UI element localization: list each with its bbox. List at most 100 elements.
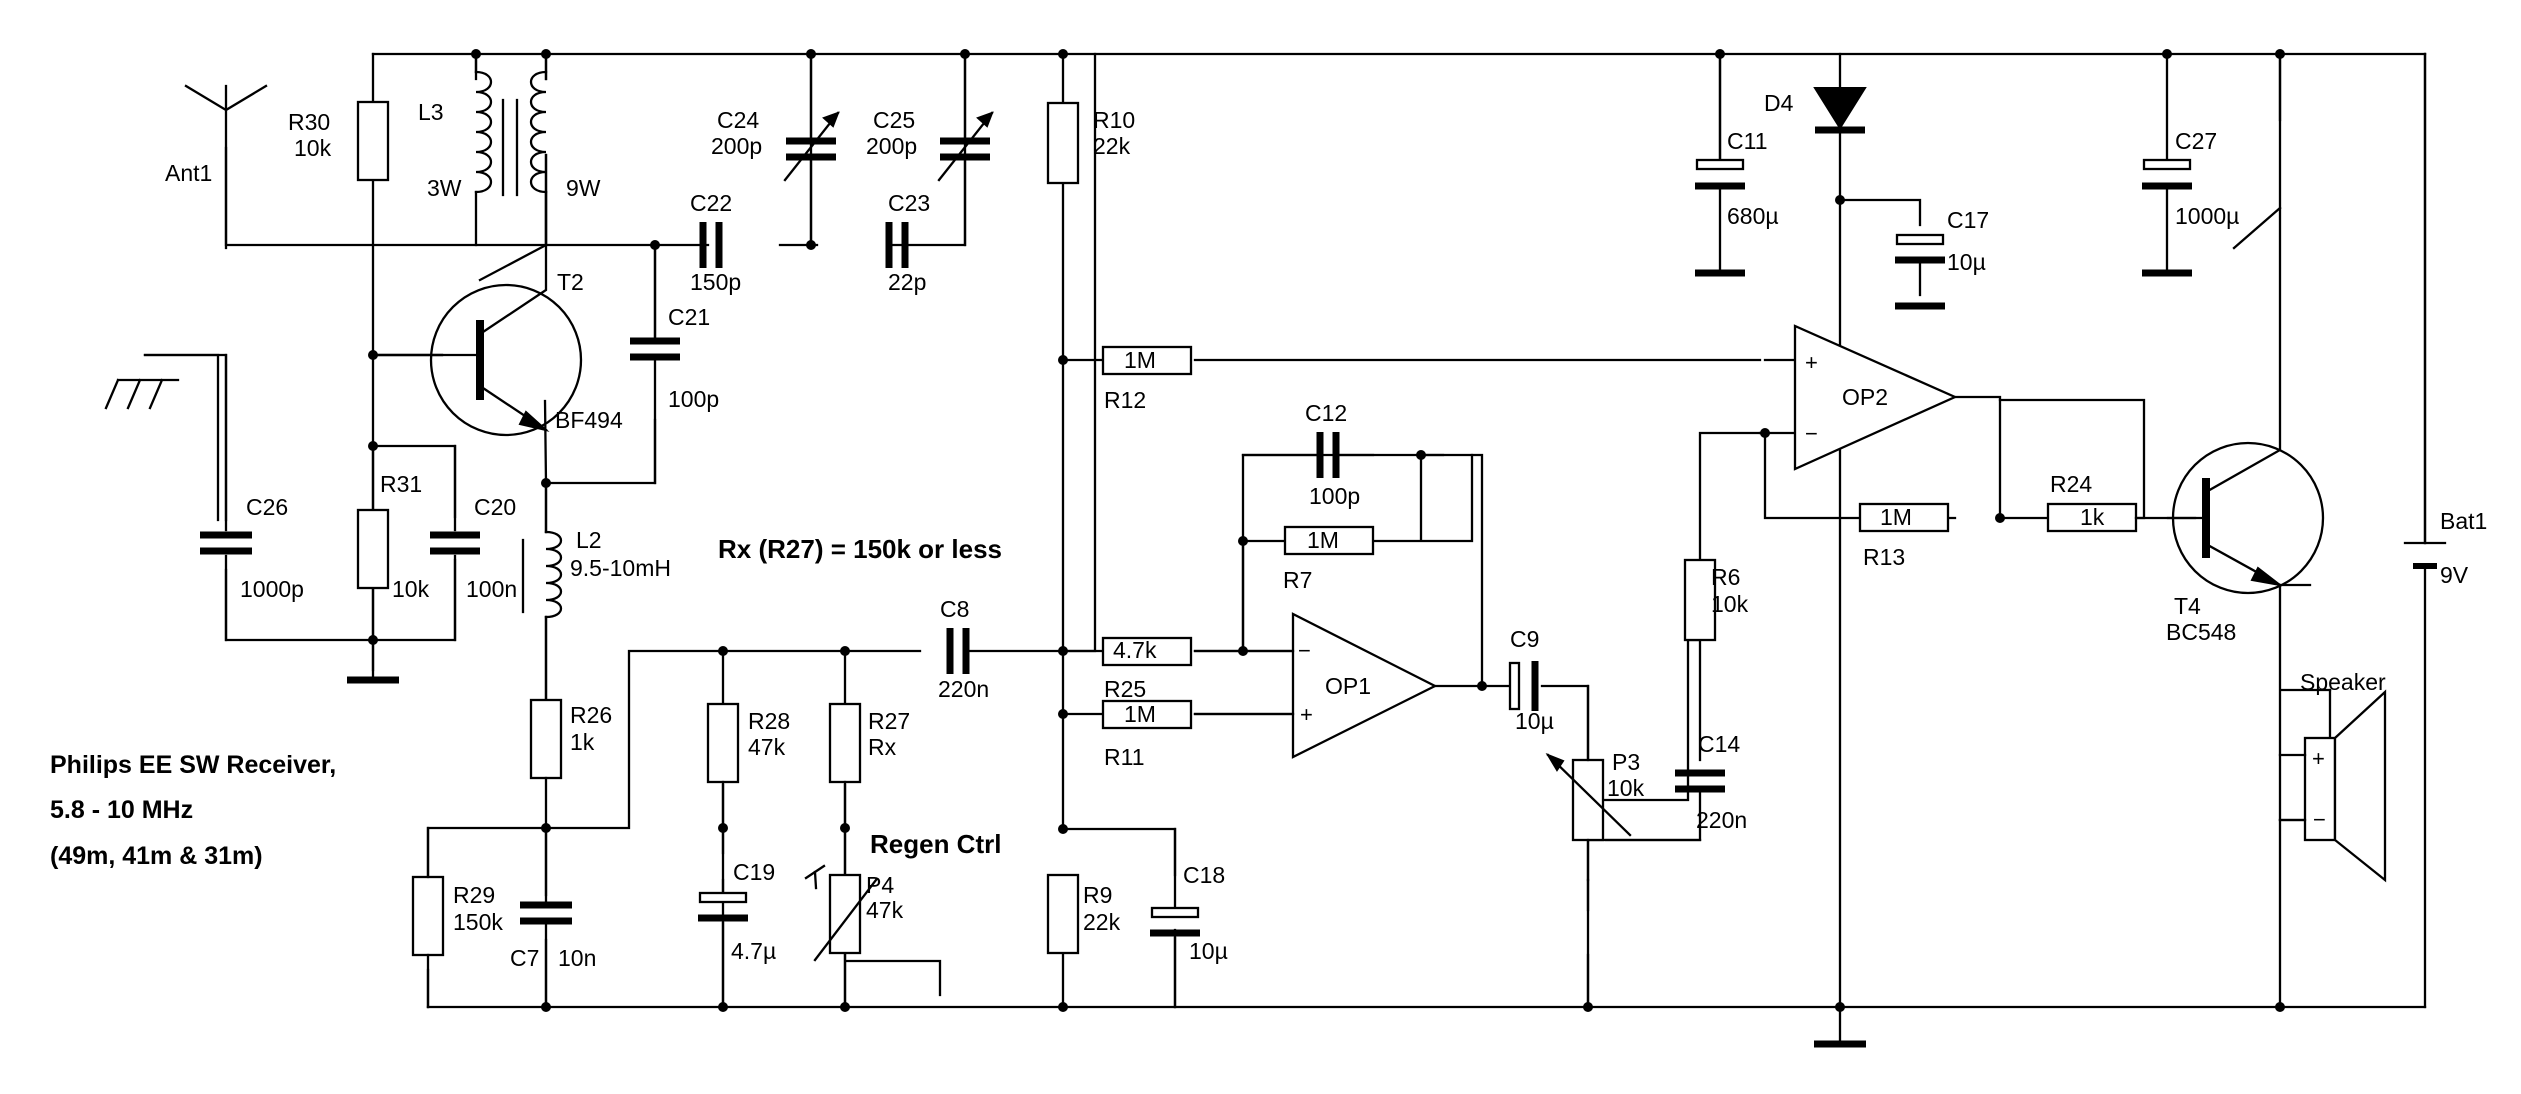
- transformer-l3: L3 3W 9W: [418, 52, 601, 247]
- potentiometer-p3: P3 10k: [1545, 684, 1702, 1009]
- diode-d4: D4: [1764, 87, 1867, 134]
- svg-text:P3: P3: [1612, 749, 1640, 775]
- svg-text:−: −: [2313, 807, 2326, 832]
- resistor-r6: R6 10k: [1683, 558, 1749, 642]
- svg-text:200p: 200p: [866, 133, 917, 159]
- ground-symbol-2: [1814, 1005, 1866, 1048]
- svg-text:C12: C12: [1305, 400, 1347, 426]
- svg-text:47k: 47k: [748, 734, 786, 760]
- svg-text:C9: C9: [1510, 626, 1539, 652]
- svg-text:R26: R26: [570, 702, 612, 728]
- svg-text:9V: 9V: [2440, 562, 2469, 588]
- svg-text:9.5-10mH: 9.5-10mH: [570, 555, 671, 581]
- svg-text:Rx: Rx: [868, 734, 897, 760]
- svg-text:R25: R25: [1104, 676, 1146, 702]
- note-regen-ctrl: Regen Ctrl: [870, 829, 1001, 859]
- capacitor-c24: C24 200p: [711, 52, 840, 247]
- resistor-r7: 1M R7: [1283, 525, 1375, 593]
- svg-text:150k: 150k: [453, 909, 503, 935]
- svg-text:D4: D4: [1764, 90, 1794, 116]
- svg-text:+: +: [1300, 702, 1313, 727]
- potentiometer-p4: P4 47k: [804, 780, 904, 1009]
- capacitor-c20: C20 100n: [430, 444, 517, 642]
- svg-text:150p: 150p: [690, 269, 741, 295]
- resistor-r31: R31 10k: [356, 444, 430, 642]
- capacitor-c17: C17 10µ: [1895, 207, 1989, 310]
- svg-text:BC548: BC548: [2166, 619, 2236, 645]
- svg-text:OP1: OP1: [1325, 673, 1371, 699]
- svg-text:−: −: [1298, 638, 1311, 663]
- svg-text:R27: R27: [868, 708, 910, 734]
- battery-bat1: Bat1 9V: [2403, 508, 2487, 588]
- svg-text:C14: C14: [1698, 731, 1740, 757]
- svg-text:R29: R29: [453, 882, 495, 908]
- svg-text:Speaker: Speaker: [2300, 669, 2386, 695]
- svg-text:1M: 1M: [1124, 701, 1156, 727]
- inductor-l2: L2 9.5-10mH: [521, 481, 671, 702]
- svg-text:22k: 22k: [1093, 133, 1131, 159]
- svg-text:L2: L2: [576, 527, 602, 553]
- svg-text:T2: T2: [557, 269, 584, 295]
- svg-text:+: +: [2312, 746, 2325, 771]
- svg-text:R11: R11: [1104, 744, 1145, 770]
- svg-text:C20: C20: [474, 494, 516, 520]
- svg-text:R6: R6: [1711, 564, 1740, 590]
- resistor-r10: R10 22k: [1046, 101, 1135, 185]
- svg-text:100p: 100p: [1309, 483, 1360, 509]
- svg-text:+: +: [1805, 350, 1818, 375]
- resistor-r12: 1M R12: [1101, 345, 1193, 413]
- svg-text:1k: 1k: [570, 729, 595, 755]
- title-line2: 5.8 - 10 MHz: [50, 796, 193, 824]
- svg-text:C8: C8: [940, 596, 969, 622]
- svg-text:R12: R12: [1104, 387, 1146, 413]
- svg-text:R9: R9: [1083, 882, 1112, 908]
- capacitor-c25: C25 200p: [866, 52, 994, 247]
- title-block: Philips EE SW Receiver, 5.8 - 10 MHz (49…: [50, 751, 336, 870]
- resistor-r24: 1k R24: [2046, 471, 2138, 533]
- opamp-op1: − + OP1: [1193, 612, 1438, 759]
- svg-text:C22: C22: [690, 190, 732, 216]
- svg-text:10n: 10n: [558, 945, 596, 971]
- svg-text:R24: R24: [2050, 471, 2092, 497]
- resistor-r27: R27 Rx: [828, 702, 910, 784]
- resistor-r30: R30 10k: [288, 100, 390, 182]
- resistor-r11: 1M R11: [1101, 699, 1193, 770]
- svg-text:R28: R28: [748, 708, 790, 734]
- svg-text:10k: 10k: [1711, 591, 1749, 617]
- svg-text:680µ: 680µ: [1727, 203, 1779, 229]
- svg-text:R13: R13: [1863, 544, 1905, 570]
- svg-text:P4: P4: [866, 872, 894, 898]
- ground-symbol-1: [347, 638, 399, 684]
- svg-text:1000µ: 1000µ: [2175, 203, 2239, 229]
- resistor-r13: 1M R13: [1858, 502, 1950, 570]
- svg-text:22p: 22p: [888, 269, 926, 295]
- svg-text:R30: R30: [288, 109, 330, 135]
- svg-text:1M: 1M: [1307, 527, 1339, 553]
- svg-text:100n: 100n: [466, 576, 517, 602]
- svg-text:1M: 1M: [1880, 504, 1912, 530]
- capacitor-c18: C18 10µ: [1150, 827, 1228, 1009]
- opamp-op2: + − OP2: [1793, 324, 2002, 520]
- junction-dots: [368, 49, 2285, 1012]
- capacitor-c12: C12 100p: [1241, 400, 1423, 509]
- svg-text:C7: C7: [510, 945, 539, 971]
- svg-text:Ant1: Ant1: [165, 160, 212, 186]
- svg-text:C25: C25: [873, 107, 915, 133]
- capacitor-c11: C11 680µ: [1695, 52, 1779, 277]
- svg-text:Bat1: Bat1: [2440, 508, 2487, 534]
- capacitor-c8: C8 220n: [938, 596, 989, 702]
- svg-text:C11: C11: [1727, 128, 1768, 154]
- svg-text:1000p: 1000p: [240, 576, 304, 602]
- svg-text:4.7µ: 4.7µ: [731, 938, 776, 964]
- svg-text:C26: C26: [246, 494, 288, 520]
- svg-text:4.7k: 4.7k: [1113, 637, 1157, 663]
- capacitor-c19: C19 4.7µ: [698, 780, 776, 1009]
- svg-text:10k: 10k: [392, 576, 430, 602]
- svg-text:L3: L3: [418, 99, 444, 125]
- svg-text:9W: 9W: [566, 175, 601, 201]
- svg-text:22k: 22k: [1083, 909, 1121, 935]
- svg-text:10µ: 10µ: [1515, 708, 1554, 734]
- resistor-r26: R26 1k: [529, 698, 612, 780]
- capacitor-c22: C22 150p: [690, 190, 741, 295]
